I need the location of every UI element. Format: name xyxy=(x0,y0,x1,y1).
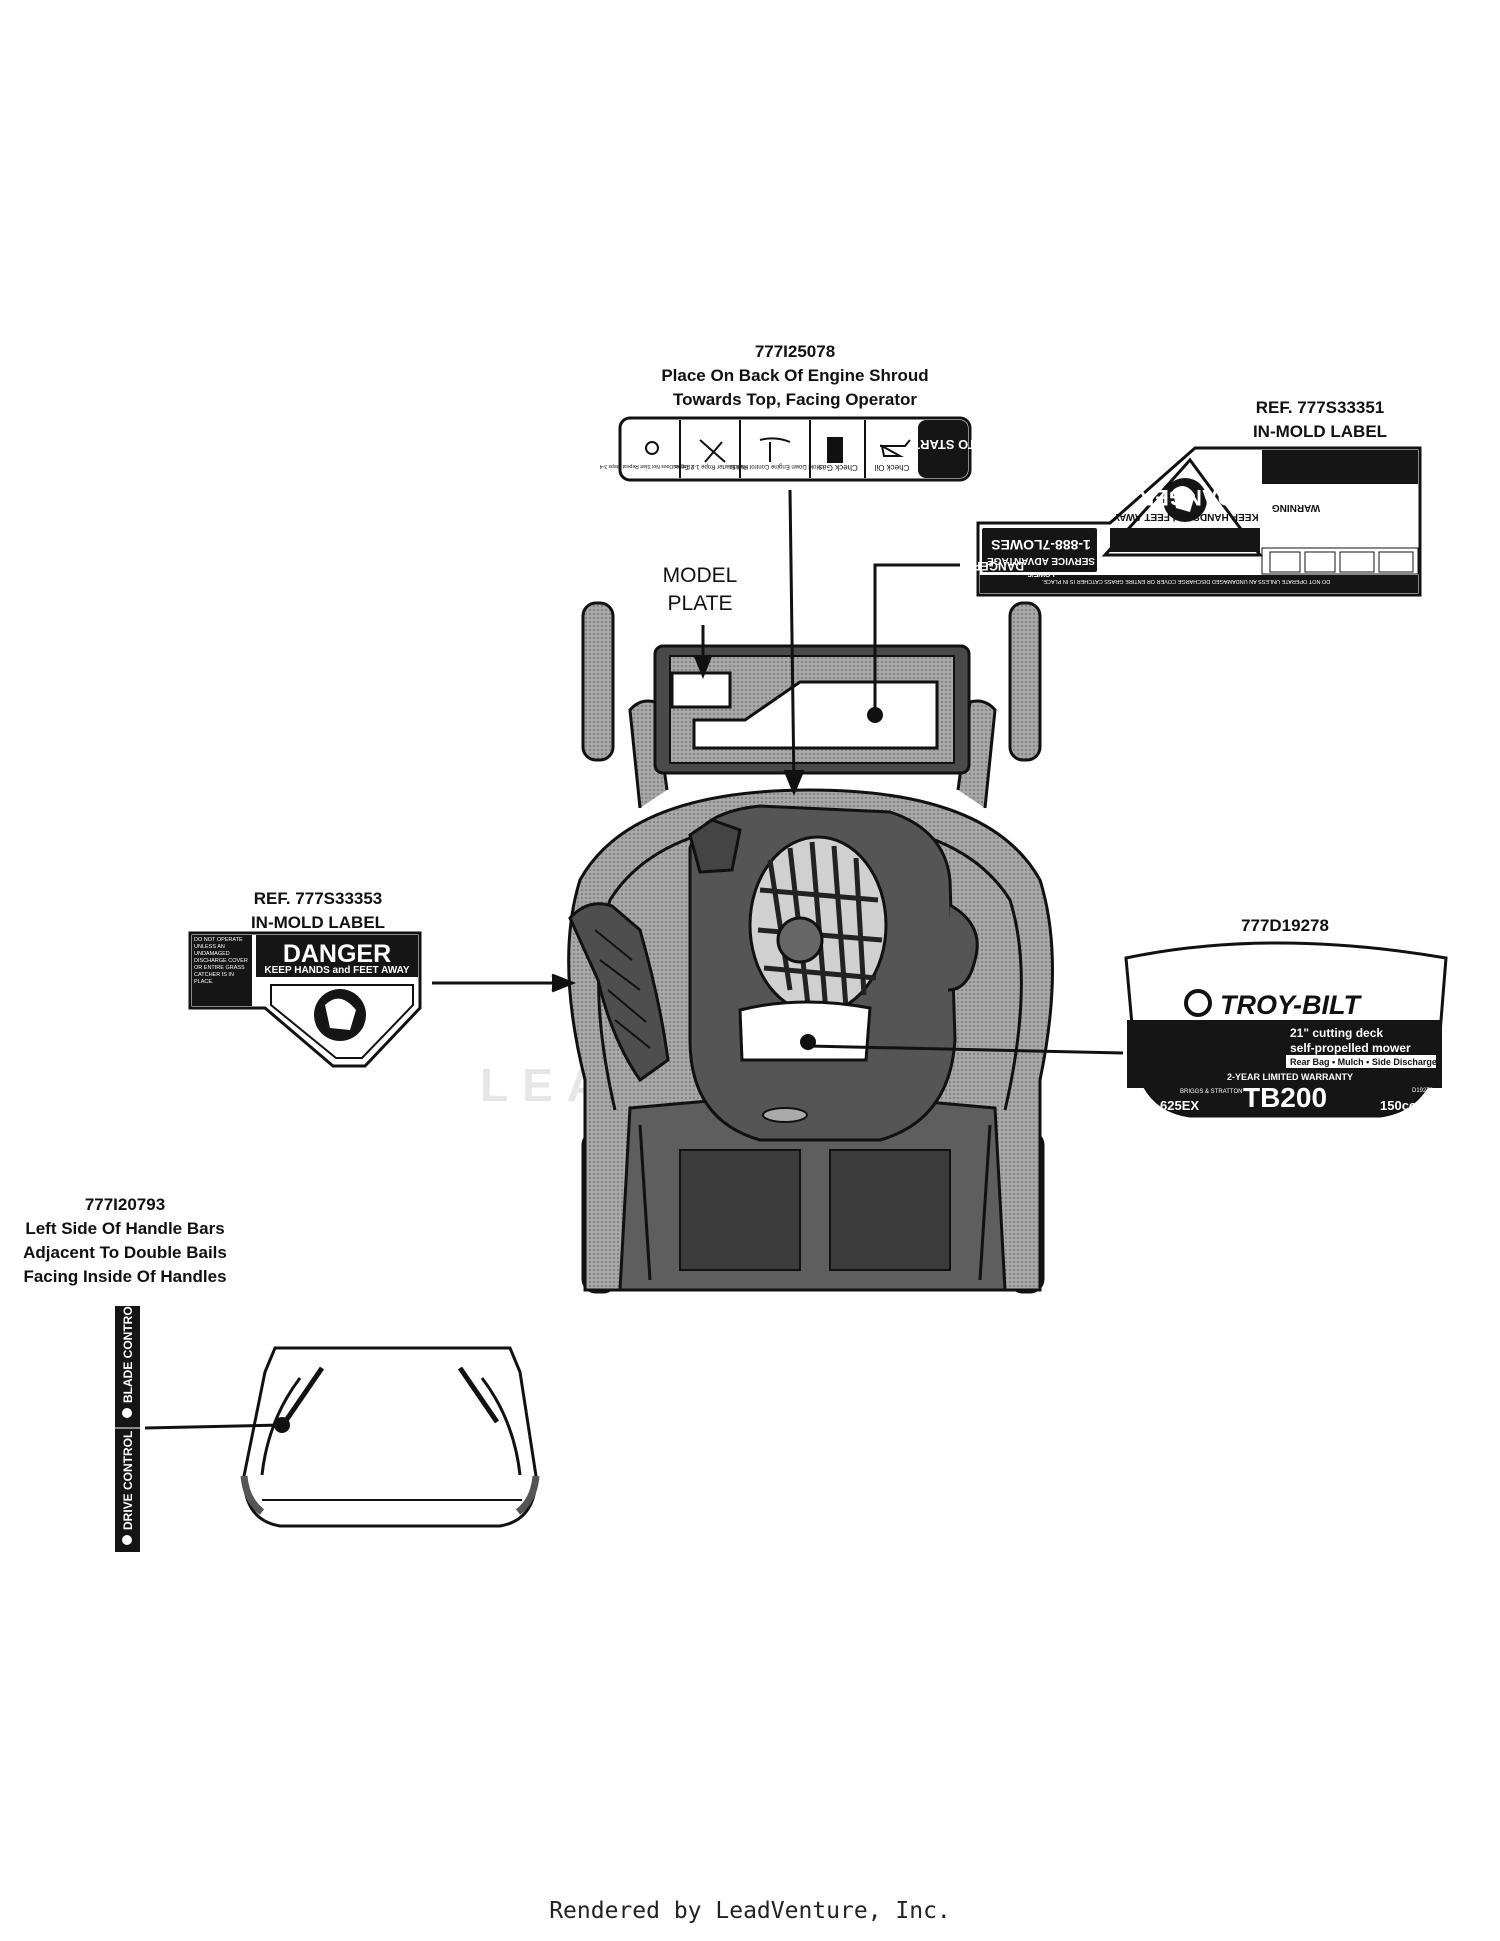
rear-phone: 1-888-7LOWES xyxy=(991,537,1091,553)
drive-control-label: DRIVE CONTROL xyxy=(121,1431,135,1530)
leader-lines xyxy=(144,489,1124,1430)
engine-series: 625EX xyxy=(1160,1098,1199,1113)
rear-danger-sub: KEEP HANDS and FEET AWAY xyxy=(1113,511,1259,522)
start-step-4: Hold Down Engine Control Handle xyxy=(729,463,821,469)
model-plate-outline xyxy=(670,671,732,709)
engine-cc: 150cc xyxy=(1380,1098,1416,1113)
start-step-1: TO START xyxy=(912,437,976,452)
rear-brand: LOWE'S xyxy=(1027,570,1055,577)
troy-bilt-logo-icon xyxy=(1184,989,1212,1017)
engine-decal-part: 777I25078 xyxy=(754,342,836,361)
handle-decal-part: 777I20793 xyxy=(84,1195,166,1214)
start-step-6: If Engine Does Not Start Repeat Steps 3-… xyxy=(600,463,694,469)
side-danger: DANGER xyxy=(283,940,391,968)
warranty: 2-YEAR LIMITED WARRANTY xyxy=(1227,1072,1353,1082)
rear-label-line1: REF. 777S33351 xyxy=(1255,398,1385,417)
oil-can-icon xyxy=(880,439,911,457)
handle-decal-strip: BLADE CONTROL DRIVE CONTROL xyxy=(115,1299,140,1552)
callout-rear-label: REF. 777S33351 IN-MOLD LABEL xyxy=(1220,396,1420,444)
side-notice: DO NOT OPERATE UNLESS AN UNDAMAGED DISCH… xyxy=(194,937,248,985)
model-plate-line1: MODEL xyxy=(662,564,738,587)
control-handle-icon xyxy=(759,437,791,462)
side-sub: KEEP HANDS and FEET AWAY xyxy=(264,965,410,976)
leader-rear-label xyxy=(873,563,960,715)
callout-brand-decal: 777D19278 xyxy=(1200,914,1370,938)
mower-type: self-propelled mower xyxy=(1290,1041,1411,1055)
handle-assembly xyxy=(240,1346,540,1528)
brand-decal-part: 777D19278 xyxy=(1241,916,1329,935)
repeat-icon xyxy=(645,441,659,455)
engine-label-window xyxy=(738,1000,872,1062)
engine-brand: BRIGGS & STRATTON xyxy=(1180,1089,1242,1095)
rear-label-line2: IN-MOLD LABEL xyxy=(1252,422,1388,441)
mower-illustration xyxy=(567,601,1054,1294)
callout-model-plate: MODEL PLATE xyxy=(620,562,780,618)
callout-engine-decal: 777I25078 Place On Back Of Engine Shroud… xyxy=(590,340,1000,412)
rear-right-wheel xyxy=(1008,601,1042,762)
hazard-icon-b xyxy=(1304,551,1336,573)
footer-credit: Rendered by LeadVenture, Inc. xyxy=(549,1898,951,1924)
engine-decal-line2: Towards Top, Facing Operator xyxy=(672,390,917,409)
model-plate-line2: PLATE xyxy=(667,592,733,615)
leader-handle-decal xyxy=(144,1423,283,1430)
starter-rope-icon xyxy=(699,439,726,463)
decal-code: D19278 xyxy=(1412,1088,1434,1094)
side-in-mold-label: DANGER KEEP HANDS and FEET AWAY DO NOT O… xyxy=(188,931,422,1068)
handle-decal-line1: Left Side Of Handle Bars xyxy=(25,1219,225,1238)
hazard-icon-c xyxy=(1339,551,1375,573)
blade-control-label: BLADE CONTROL xyxy=(121,1299,135,1403)
hazard-icon-a xyxy=(1269,551,1301,573)
hazard-icon-d xyxy=(1378,551,1414,573)
double-bail xyxy=(260,1377,522,1476)
rear-danger-strip: DANGER xyxy=(972,559,1024,573)
rear-in-mold-label: DANGER KEEP HANDS and FEET AWAY DANGER W… xyxy=(972,446,1422,597)
brand-name: TROY-BILT xyxy=(1220,990,1362,1020)
blade-control-icon xyxy=(122,1408,132,1418)
engine-decal-line1: Place On Back Of Engine Shroud xyxy=(661,366,929,385)
rear-notice: DO NOT OPERATE UNLESS AN UNDAMAGED DISCH… xyxy=(1041,578,1330,584)
model-number: TB200 xyxy=(1243,1082,1327,1113)
start-step-2: Check Oil xyxy=(874,463,909,472)
fuel-gauge-icon xyxy=(827,437,843,463)
handle-decal-line2: Adjacent To Double Bails xyxy=(23,1243,227,1262)
handle-decal-line3: Facing Inside Of Handles xyxy=(23,1267,227,1286)
callout-handle-decal: 777I20793 Left Side Of Handle Bars Adjac… xyxy=(0,1193,250,1289)
start-step-3: Check Gas xyxy=(818,463,858,472)
brand-decal: TROY-BILT 21" cutting deck 21" cutting d… xyxy=(1124,941,1448,1118)
start-step-5: Pull Starter Rope 1-2 Times xyxy=(673,463,747,469)
rear-warning-head: WARNING xyxy=(1272,502,1321,513)
brand-line1: 21" cutting deck xyxy=(1290,1002,1298,1005)
mower-features: Rear Bag • Mulch • Side Discharge xyxy=(1290,1057,1437,1067)
leader-engine-decal xyxy=(788,489,796,786)
callout-side-label: REF. 777S33353 IN-MOLD LABEL xyxy=(218,887,418,935)
side-label-line1: REF. 777S33353 xyxy=(253,889,383,908)
rear-service: SERVICE ADVANTAGE xyxy=(987,555,1095,566)
rear-left-wheel xyxy=(581,601,615,762)
leader-brand-decal xyxy=(807,1044,1124,1055)
side-label-line2: IN-MOLD LABEL xyxy=(250,913,386,932)
start-decal: TO START Check Oil Check Gas Hold Down E… xyxy=(600,416,976,482)
side-discharge-chute xyxy=(568,902,670,1083)
drive-control-icon xyxy=(122,1535,132,1545)
cutting-deck: 21" cutting deck xyxy=(1290,1026,1383,1040)
rear-danger-head: DANGER xyxy=(1138,485,1233,510)
